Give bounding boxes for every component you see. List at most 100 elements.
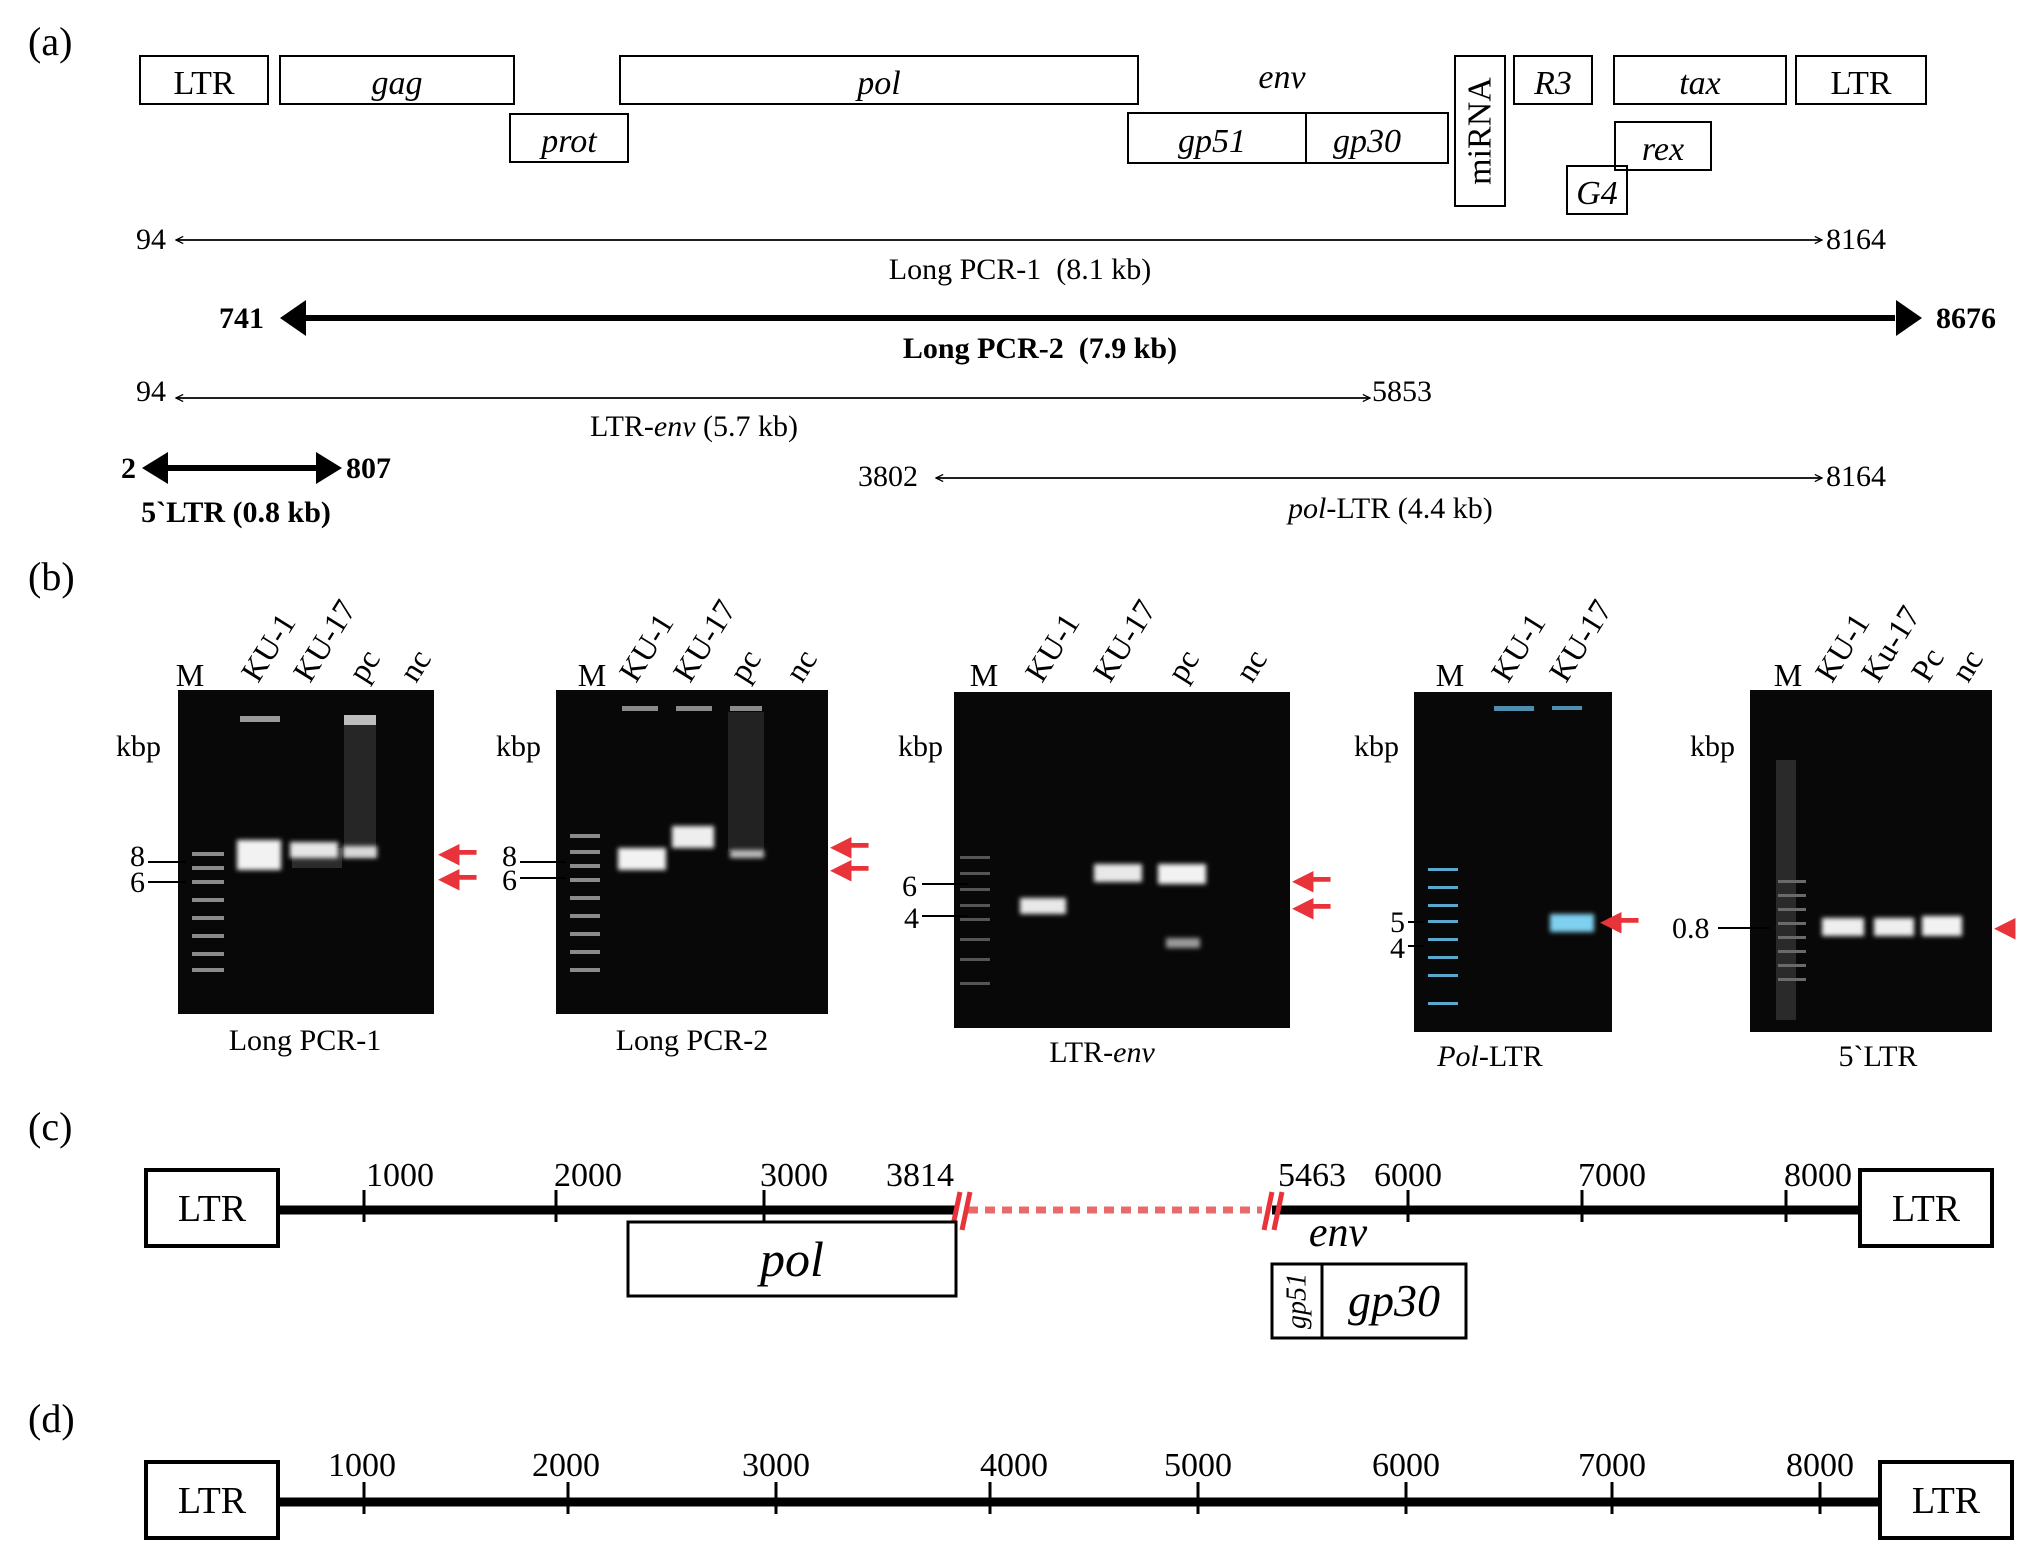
red-arrow-icon: ◀━: [438, 863, 478, 894]
bands: [618, 706, 764, 870]
long-pcr-2-head-left: [280, 300, 306, 336]
marker-8: 8: [502, 840, 517, 873]
lane-label: nc: [1943, 643, 1990, 688]
long-pcr-2-start: 741: [219, 302, 264, 335]
lane-label: KU-1: [233, 607, 302, 688]
pol-ltr-start: 3802: [858, 460, 918, 493]
gel-title: 5`LTR: [1839, 1040, 1918, 1073]
amplicon-pol-ltr: 3802 8164 pol-LTR (4.4 kb): [858, 460, 1886, 525]
ladder: [1776, 760, 1806, 1020]
lane-label: nc: [777, 643, 824, 688]
bands: [1822, 916, 1962, 936]
ladder: [1428, 868, 1458, 1005]
pol-label: pol: [757, 1231, 824, 1287]
gp30-box: [1305, 112, 1449, 164]
ltr5-label: LTR: [173, 65, 234, 102]
ticks: [362, 1482, 1822, 1514]
tick-label: 1000: [366, 1157, 434, 1194]
lane-label: KU-1: [611, 607, 680, 688]
unit-label: kbp: [898, 730, 943, 763]
lane-label: nc: [1227, 643, 1274, 688]
lane-labels: M KU-1 KU-17: [1436, 593, 1619, 693]
ltr5-head-left: [142, 452, 168, 484]
env-label: env: [1258, 59, 1306, 96]
gp51-label: gp51: [1178, 123, 1246, 160]
long-pcr-1-start: 94: [136, 223, 166, 256]
long-pcr-2-end: 8676: [1936, 302, 1996, 335]
break-start-label: 3814: [886, 1157, 954, 1194]
red-arrow-icon: ◀━: [830, 831, 870, 862]
unit-label: kbp: [116, 730, 161, 763]
unit-label: kbp: [1690, 730, 1735, 763]
amplicon-long-pcr-1: 94 8164 Long PCR-1 (8.1 kb): [136, 223, 1886, 286]
rex-label: rex: [1642, 131, 1684, 168]
long-pcr-1-label: Long PCR-1 (8.1 kb): [889, 253, 1152, 286]
gel-image: [1414, 692, 1612, 1032]
gp30-box: [1320, 1262, 1468, 1340]
genome-map: [139, 55, 1927, 215]
gel-long-pcr-2: M KU-1 KU-17 pc nc kbp 8 6 ◀━ ◀━: [496, 593, 870, 1057]
ltr-left-box: [144, 1460, 280, 1540]
g4-label: G4: [1576, 175, 1618, 212]
gp30-label: gp30: [1348, 1275, 1440, 1326]
marker-6: 6: [902, 870, 917, 903]
lane-label: KU-1: [1483, 607, 1552, 688]
g4-box: [1566, 165, 1628, 215]
tick-label: 3000: [742, 1447, 810, 1484]
gp30-label: gp30: [1333, 123, 1401, 160]
lane-label: nc: [391, 643, 438, 688]
red-arrow-icon: ◀━: [830, 854, 870, 885]
panel-label-b: (b): [28, 554, 75, 599]
lane-label: pc: [340, 643, 387, 688]
prot-box: [509, 113, 629, 163]
ltr3-box: [1795, 55, 1927, 105]
break-mark-icon: [949, 1191, 1285, 1231]
gel-pol-ltr: M KU-1 KU-17 kbp 5 4 ◀━ Pol-LTR: [1354, 593, 1640, 1073]
red-arrow-icon: ◀━: [438, 838, 478, 869]
amplicon-ltr-env: 94 5853 LTR-env (5.7 kb): [136, 375, 1432, 443]
red-arrow-icon: ◀━: [1292, 865, 1332, 896]
break-end-label: 5463: [1278, 1157, 1346, 1194]
marker-4: 4: [904, 902, 919, 935]
lane-label: M: [578, 657, 606, 693]
lane-label: pc: [721, 643, 768, 688]
amplicon-5ltr: 2 807 5`LTR (0.8 kb): [121, 452, 391, 529]
tick-label: 7000: [1578, 1157, 1646, 1194]
r3-label: R3: [1533, 65, 1572, 102]
pol-ltr-end: 8164: [1826, 460, 1886, 493]
ladder: [570, 834, 600, 972]
marker-4: 4: [1390, 932, 1405, 965]
ltr5-end: 807: [346, 452, 391, 485]
lane-label: KU-17: [1085, 593, 1163, 687]
pol-ltr-label: pol-LTR (4.4 kb): [1286, 492, 1493, 525]
ltr5-box: [139, 55, 269, 105]
panel-label-c: (c): [28, 1104, 72, 1149]
tick-label: 4000: [980, 1447, 1048, 1484]
marker-5: 5: [1390, 906, 1405, 939]
ltr-right-box: [1878, 1460, 2014, 1540]
lane-labels: M KU-1 KU-17 pc nc: [970, 593, 1274, 693]
gp51-label: gp51: [1282, 1273, 1313, 1329]
lane-label: Pc: [1903, 641, 1950, 687]
gel-image: [556, 690, 828, 1014]
gp51-box: [1270, 1262, 1324, 1340]
lane-label: M: [1436, 657, 1464, 693]
pol-label: pol: [855, 65, 900, 102]
full-provirus-map: 1000 2000 3000 4000 5000 6000 7000 8000 …: [144, 1447, 2014, 1540]
ltr-right-label: LTR: [1892, 1188, 1961, 1230]
ltr-env-end: 5853: [1372, 375, 1432, 408]
gel-title: LTR-env: [1049, 1036, 1155, 1069]
long-pcr-2-head-right: [1896, 300, 1922, 336]
ltr-left-label: LTR: [178, 1188, 247, 1230]
pol-box: [626, 1220, 958, 1298]
tick-label: 6000: [1372, 1447, 1440, 1484]
ltr-env-start: 94: [136, 375, 166, 408]
ltr5-label: 5`LTR (0.8 kb): [141, 496, 331, 529]
amplicon-long-pcr-2: 741 8676 Long PCR-2 (7.9 kb): [219, 300, 1996, 365]
tick-label: 6000: [1374, 1157, 1442, 1194]
lane-labels: M KU-1 KU-17 pc nc: [578, 593, 824, 693]
lane-label: M: [970, 657, 998, 693]
bands: [1494, 706, 1594, 932]
lane-label: KU-1: [1017, 607, 1086, 688]
